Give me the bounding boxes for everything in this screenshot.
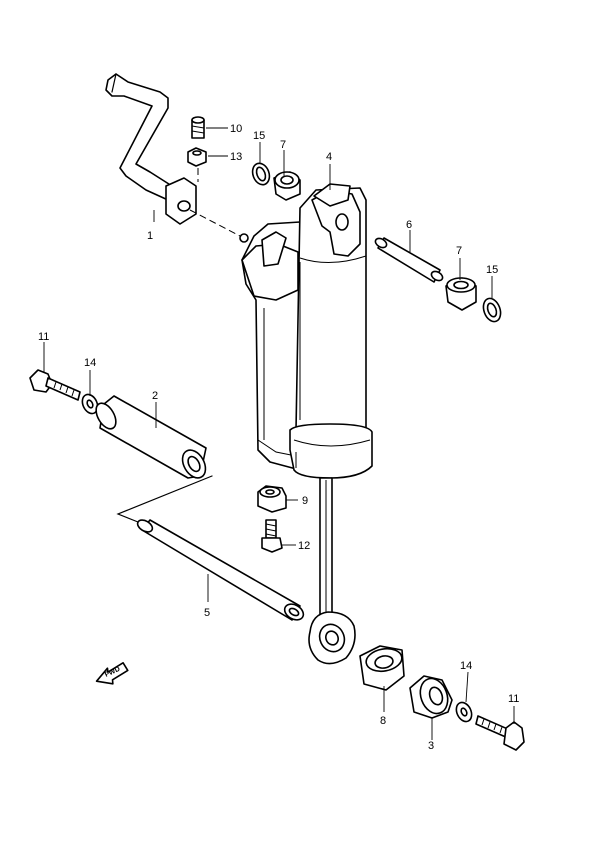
callout-8: 8 <box>380 715 386 727</box>
nut-part-13 <box>187 147 207 182</box>
callout-7-right: 7 <box>456 245 462 257</box>
callout-11-left: 11 <box>38 331 49 343</box>
callout-15-right: 15 <box>486 264 498 276</box>
spacer-part-3 <box>409 675 453 719</box>
collar-part-9 <box>257 485 287 513</box>
shaft-part-5 <box>136 519 305 621</box>
callout-2: 2 <box>152 390 158 402</box>
spacer-tube-part-2 <box>95 395 207 479</box>
callout-1: 1 <box>147 230 153 242</box>
break-line <box>116 475 213 523</box>
bolt-part-11-right <box>475 715 525 751</box>
callout-9: 9 <box>302 495 308 507</box>
callout-labels: 1 2 3 4 5 6 7 7 8 9 10 11 11 12 13 14 14… <box>38 123 519 752</box>
circlip-part-15-right <box>482 297 502 323</box>
leader-lines <box>43 127 515 740</box>
callout-7-top: 7 <box>280 139 286 151</box>
cylinder-body <box>241 221 301 471</box>
callout-13: 13 <box>230 151 242 163</box>
bolt-part-10 <box>191 116 205 139</box>
callout-11-right: 11 <box>508 693 519 705</box>
callout-6: 6 <box>406 219 412 231</box>
cylinder-tube-part-4 <box>289 183 373 479</box>
bushing-part-7-top <box>273 171 301 201</box>
bushing-part-8 <box>359 645 405 691</box>
bracket-part-1 <box>105 73 249 243</box>
callout-12: 12 <box>298 540 310 552</box>
washer-part-14-left <box>81 393 99 415</box>
callout-14-right: 14 <box>460 660 472 672</box>
callout-15-top: 15 <box>253 130 265 142</box>
bolt-part-11-left <box>29 369 81 401</box>
callout-14-left: 14 <box>84 357 96 369</box>
washer-part-14-right <box>455 701 473 723</box>
bushing-part-7-right <box>445 277 477 311</box>
forward-arrow: FWD <box>95 662 129 685</box>
pin-part-6 <box>374 237 444 283</box>
callout-4: 4 <box>326 151 332 163</box>
callout-3: 3 <box>428 740 434 752</box>
circlip-part-15-top <box>251 162 271 186</box>
callout-5: 5 <box>204 607 210 619</box>
callout-10: 10 <box>230 123 242 135</box>
bolt-part-12 <box>261 519 283 553</box>
piston-rod <box>308 477 356 665</box>
